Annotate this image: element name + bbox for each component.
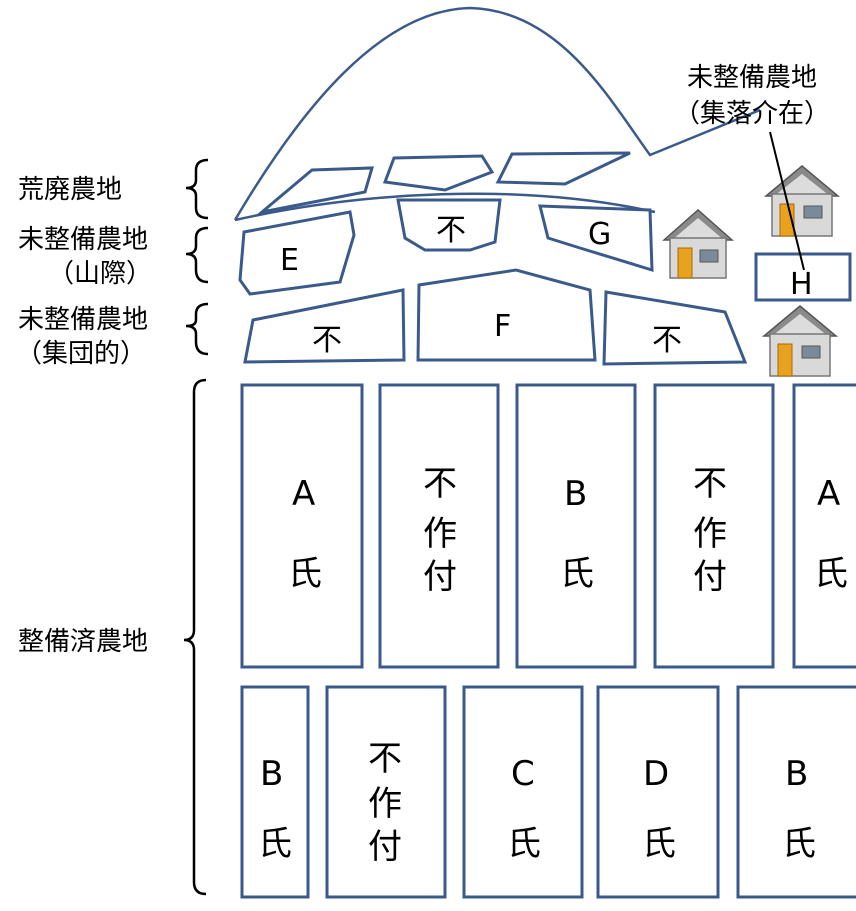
field-lower-5 bbox=[736, 685, 856, 899]
field-upper-2 bbox=[378, 383, 500, 669]
plot-not-mid-left bbox=[243, 288, 406, 364]
field-upper-2-line-3: 付 bbox=[423, 557, 457, 597]
field-upper-4-line-2: 作 bbox=[693, 514, 727, 554]
plot-f-label: F bbox=[494, 309, 511, 344]
callout-label-2: （集落介在） bbox=[674, 99, 830, 129]
plot-h-label: H bbox=[790, 267, 813, 302]
callout-label-1: 未整備農地 bbox=[687, 63, 817, 93]
field-lower-2-line-3: 付 bbox=[368, 827, 402, 867]
field-lower-1-line-1: B bbox=[260, 754, 283, 794]
field-lower-3 bbox=[462, 685, 584, 899]
field-upper-2-line-2: 作 bbox=[423, 514, 457, 554]
field-lower-2-line-1: 不 bbox=[368, 739, 402, 779]
field-upper-5-line-2: 氏 bbox=[814, 554, 848, 594]
house-icon bbox=[763, 165, 841, 237]
plot-h bbox=[754, 252, 852, 302]
field-upper-1 bbox=[240, 383, 364, 669]
field-upper-5 bbox=[792, 383, 856, 669]
plot-not-top bbox=[396, 198, 502, 252]
abandoned-parcel-2 bbox=[382, 154, 495, 192]
callout-pointer bbox=[769, 131, 805, 271]
label-unimproved-mountain-1: 未整備農地 bbox=[18, 225, 148, 255]
abandoned-parcel-3 bbox=[495, 151, 631, 186]
field-upper-3-line-1: B bbox=[564, 474, 587, 514]
plot-g-label: G bbox=[588, 217, 611, 252]
plot-g bbox=[538, 204, 654, 273]
field-upper-4-line-1: 不 bbox=[693, 464, 727, 504]
field-lower-5-line-2: 氏 bbox=[782, 824, 816, 864]
plot-not-top-label: 不 bbox=[436, 213, 466, 248]
label-improved: 整備済農地 bbox=[18, 627, 148, 657]
label-unimproved-group-1: 未整備農地 bbox=[18, 305, 148, 335]
brace-unimproved-group bbox=[185, 302, 209, 356]
field-upper-4-line-3: 付 bbox=[693, 557, 727, 597]
label-abandoned: 荒廃農地 bbox=[18, 175, 122, 205]
field-lower-4 bbox=[596, 685, 720, 899]
field-lower-4-line-2: 氏 bbox=[642, 824, 676, 864]
plot-not-mid-right bbox=[602, 290, 748, 366]
plot-e bbox=[238, 210, 356, 296]
brace-unimproved-mountain bbox=[185, 226, 209, 284]
field-upper-1-line-1: A bbox=[292, 474, 315, 514]
label-unimproved-mountain-2: （山際） bbox=[48, 259, 152, 289]
brace-improved bbox=[183, 378, 207, 896]
mountain-outline bbox=[233, 6, 761, 221]
field-lower-1-line-2: 氏 bbox=[258, 824, 292, 864]
mountain-base-line bbox=[234, 192, 656, 222]
field-lower-5-line-1: B bbox=[785, 754, 808, 794]
field-upper-1-line-2: 氏 bbox=[288, 554, 322, 594]
plot-not-mid-right-label: 不 bbox=[652, 323, 682, 358]
field-lower-3-line-2: 氏 bbox=[507, 824, 541, 864]
field-upper-5-line-1: A bbox=[817, 474, 840, 514]
field-upper-2-line-1: 不 bbox=[423, 464, 457, 504]
plot-f bbox=[416, 268, 597, 362]
field-lower-3-line-1: C bbox=[511, 754, 535, 794]
house-icon bbox=[662, 208, 734, 279]
plot-e-label: E bbox=[280, 243, 299, 278]
plot-not-mid-left-label: 不 bbox=[312, 323, 342, 358]
label-unimproved-group-2: （集団的） bbox=[16, 339, 146, 369]
field-upper-3 bbox=[515, 383, 637, 669]
field-lower-1 bbox=[240, 685, 310, 899]
field-lower-4-line-1: D bbox=[643, 754, 669, 794]
field-lower-2 bbox=[325, 685, 447, 899]
brace-abandoned bbox=[185, 158, 209, 220]
house-icon bbox=[761, 305, 839, 377]
field-lower-2-line-2: 作 bbox=[368, 784, 402, 824]
field-upper-4 bbox=[653, 383, 775, 669]
abandoned-parcel-1 bbox=[256, 166, 375, 215]
field-upper-3-line-2: 氏 bbox=[560, 554, 594, 594]
